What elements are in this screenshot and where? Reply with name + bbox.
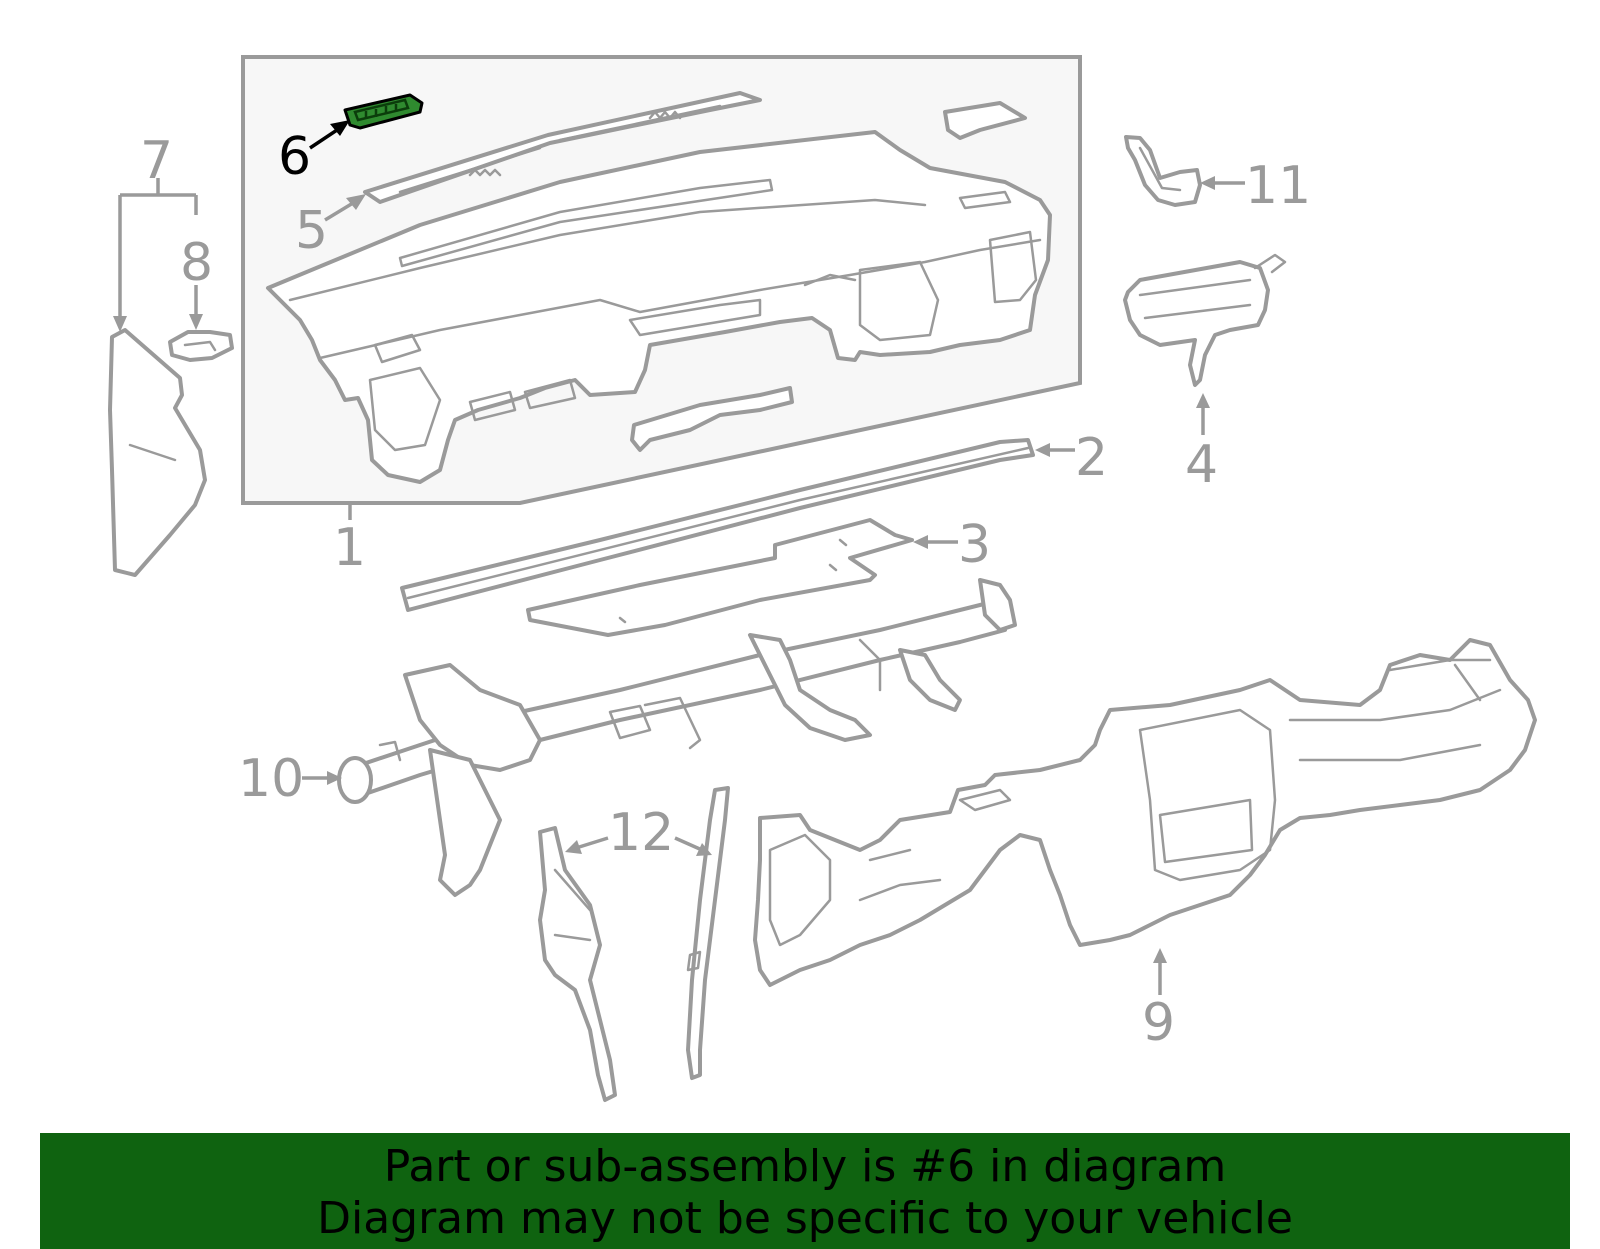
part-3-insulator[interactable] [526, 518, 914, 637]
arrow-12a [565, 840, 582, 854]
leader-12b [674, 836, 703, 852]
part-12-brace-left[interactable] [538, 826, 617, 1102]
callout-6[interactable]: 6 [278, 127, 311, 187]
callout-3: 3 [958, 515, 991, 575]
leader-12a [575, 836, 609, 850]
callout-1: 1 [333, 518, 366, 578]
callout-7: 7 [140, 131, 173, 191]
arrow-10 [327, 771, 342, 785]
arrow-4 [1196, 393, 1210, 408]
part-1-instrument-panel[interactable] [266, 130, 1052, 484]
leader-6 [309, 126, 341, 150]
part-10-cross-car-beam[interactable] [337, 578, 1017, 897]
part-9-reinforcement[interactable] [753, 638, 1537, 987]
part-4-airbag-module[interactable] [1123, 253, 1287, 387]
arrow-2 [1035, 443, 1050, 457]
parts-diagram: 7 8 6 5 1 2 3 11 4 10 12 9 [108, 55, 1537, 1102]
arrow-11 [1200, 176, 1215, 190]
banner-line-1: Part or sub-assembly is #6 in diagram [383, 1141, 1227, 1192]
arrow-5 [346, 194, 366, 210]
arrow-7 [113, 316, 127, 332]
callout-9: 9 [1142, 993, 1175, 1053]
part-7-side-panel[interactable] [108, 328, 207, 577]
arrow-8 [189, 314, 203, 330]
part-1-bracket [630, 386, 794, 452]
part-5-defroster-nozzle[interactable] [363, 91, 762, 204]
banner-line-2: Diagram may not be specific to your vehi… [317, 1193, 1293, 1244]
callout-5: 5 [295, 201, 328, 261]
part-8-clip[interactable] [168, 330, 234, 362]
arrow-12b [696, 843, 712, 856]
callout-8: 8 [180, 233, 213, 293]
part-2-trim-strip[interactable] [400, 438, 1035, 612]
arrow-3 [913, 535, 928, 549]
part-12-brace-right[interactable] [686, 786, 730, 1080]
arrow-9 [1153, 948, 1167, 963]
part-6-vent-highlighted[interactable] [343, 93, 424, 130]
part-1-duct [943, 101, 1027, 140]
callout-4: 4 [1185, 435, 1218, 495]
callout-11: 11 [1245, 156, 1311, 216]
callout-10: 10 [238, 749, 304, 809]
callout-12: 12 [608, 803, 674, 863]
leader-7 [118, 178, 198, 322]
part-11-bracket[interactable] [1124, 135, 1202, 207]
info-banner: Part or sub-assembly is #6 in diagram Di… [40, 1133, 1570, 1249]
arrow-6 [330, 120, 350, 136]
callout-2: 2 [1075, 428, 1108, 488]
